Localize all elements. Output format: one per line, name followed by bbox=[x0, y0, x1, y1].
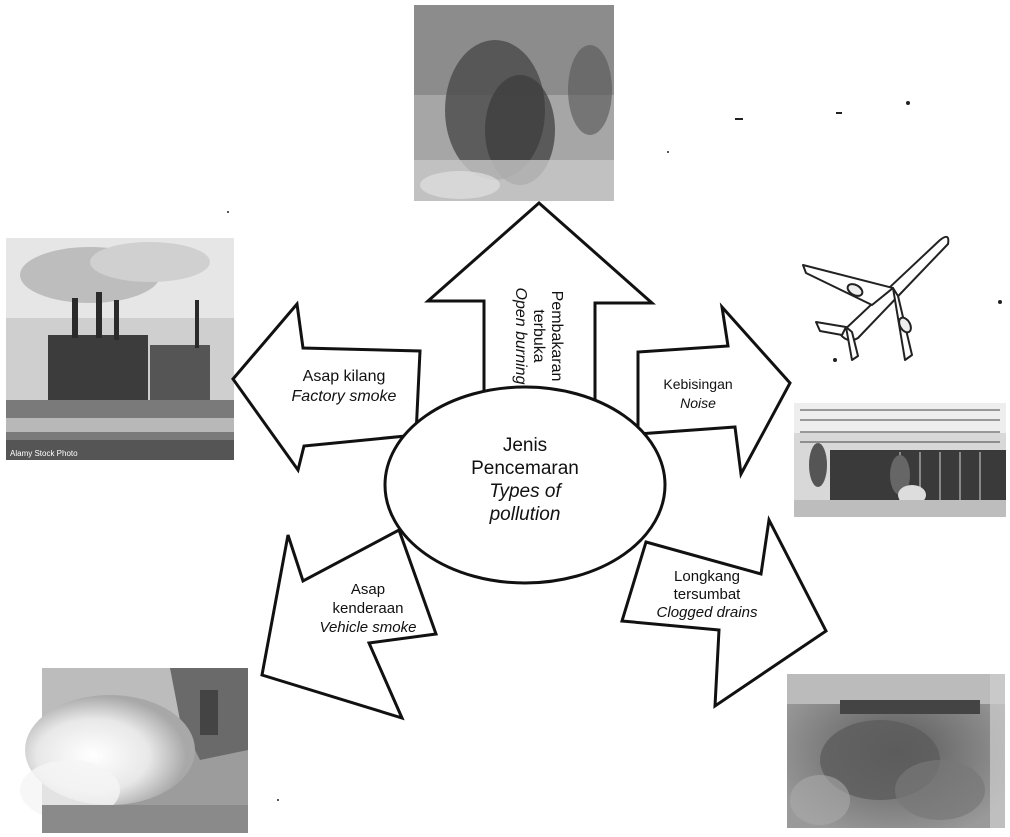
arrow-noise bbox=[636, 302, 792, 479]
speckles bbox=[227, 101, 1002, 801]
vehicle-smoke-en: Vehicle smoke bbox=[319, 619, 417, 636]
vehicle-smoke-ms-line2: kenderaan bbox=[332, 600, 404, 617]
open-burning-en: Open burning bbox=[512, 287, 529, 385]
vehicle-smoke-photo bbox=[20, 668, 248, 833]
center-label: Jenis Pencemaran Types of pollution bbox=[425, 434, 625, 526]
open-burning-ms-line1: Pembakaran bbox=[548, 290, 565, 382]
factory-smoke-ms: Asap kilang bbox=[302, 368, 386, 385]
factory-smoke-label: Asap kilang Factory smoke bbox=[278, 367, 410, 407]
arrow-clogged-drains bbox=[620, 515, 828, 709]
vehicle-smoke-label: Asap kenderaan Vehicle smoke bbox=[303, 580, 433, 637]
vehicle-smoke-ms-line1: Asap bbox=[350, 581, 386, 598]
arrow-vehicle-smoke bbox=[260, 527, 439, 721]
noise-construction-photo bbox=[794, 403, 1006, 517]
center-subtitle-line2: pollution bbox=[489, 504, 561, 525]
open-burning-photo bbox=[414, 5, 614, 201]
airplane-icon bbox=[802, 235, 950, 361]
center-subtitle-line1: Types of bbox=[489, 481, 561, 502]
open-burning-ms-line2: terbuka bbox=[530, 309, 547, 363]
clogged-drains-ms-line1: Longkang bbox=[674, 568, 740, 585]
factory-smoke-en: Factory smoke bbox=[291, 388, 397, 405]
clogged-drains-label: Longkang tersumbat Clogged drains bbox=[642, 568, 772, 622]
photo-watermark: Alamy Stock Photo bbox=[10, 449, 78, 458]
clogged-drain-photo bbox=[787, 674, 1005, 828]
factory-smoke-photo: Alamy Stock Photo bbox=[6, 238, 234, 460]
noise-ms: Kebisingan bbox=[663, 376, 733, 392]
noise-label: Kebisingan Noise bbox=[650, 375, 746, 413]
clogged-drains-ms-line2: tersumbat bbox=[673, 586, 741, 603]
center-ellipse bbox=[383, 385, 667, 585]
center-title-line1: Jenis bbox=[502, 435, 548, 456]
clogged-drains-en: Clogged drains bbox=[656, 604, 758, 621]
arrow-open-burning bbox=[424, 200, 656, 412]
open-burning-label: Pembakaran terbuka Open burning bbox=[505, 241, 565, 431]
center-title-line2: Pencemaran bbox=[471, 458, 579, 479]
arrow-factory-smoke bbox=[231, 300, 422, 474]
noise-en: Noise bbox=[680, 395, 716, 411]
